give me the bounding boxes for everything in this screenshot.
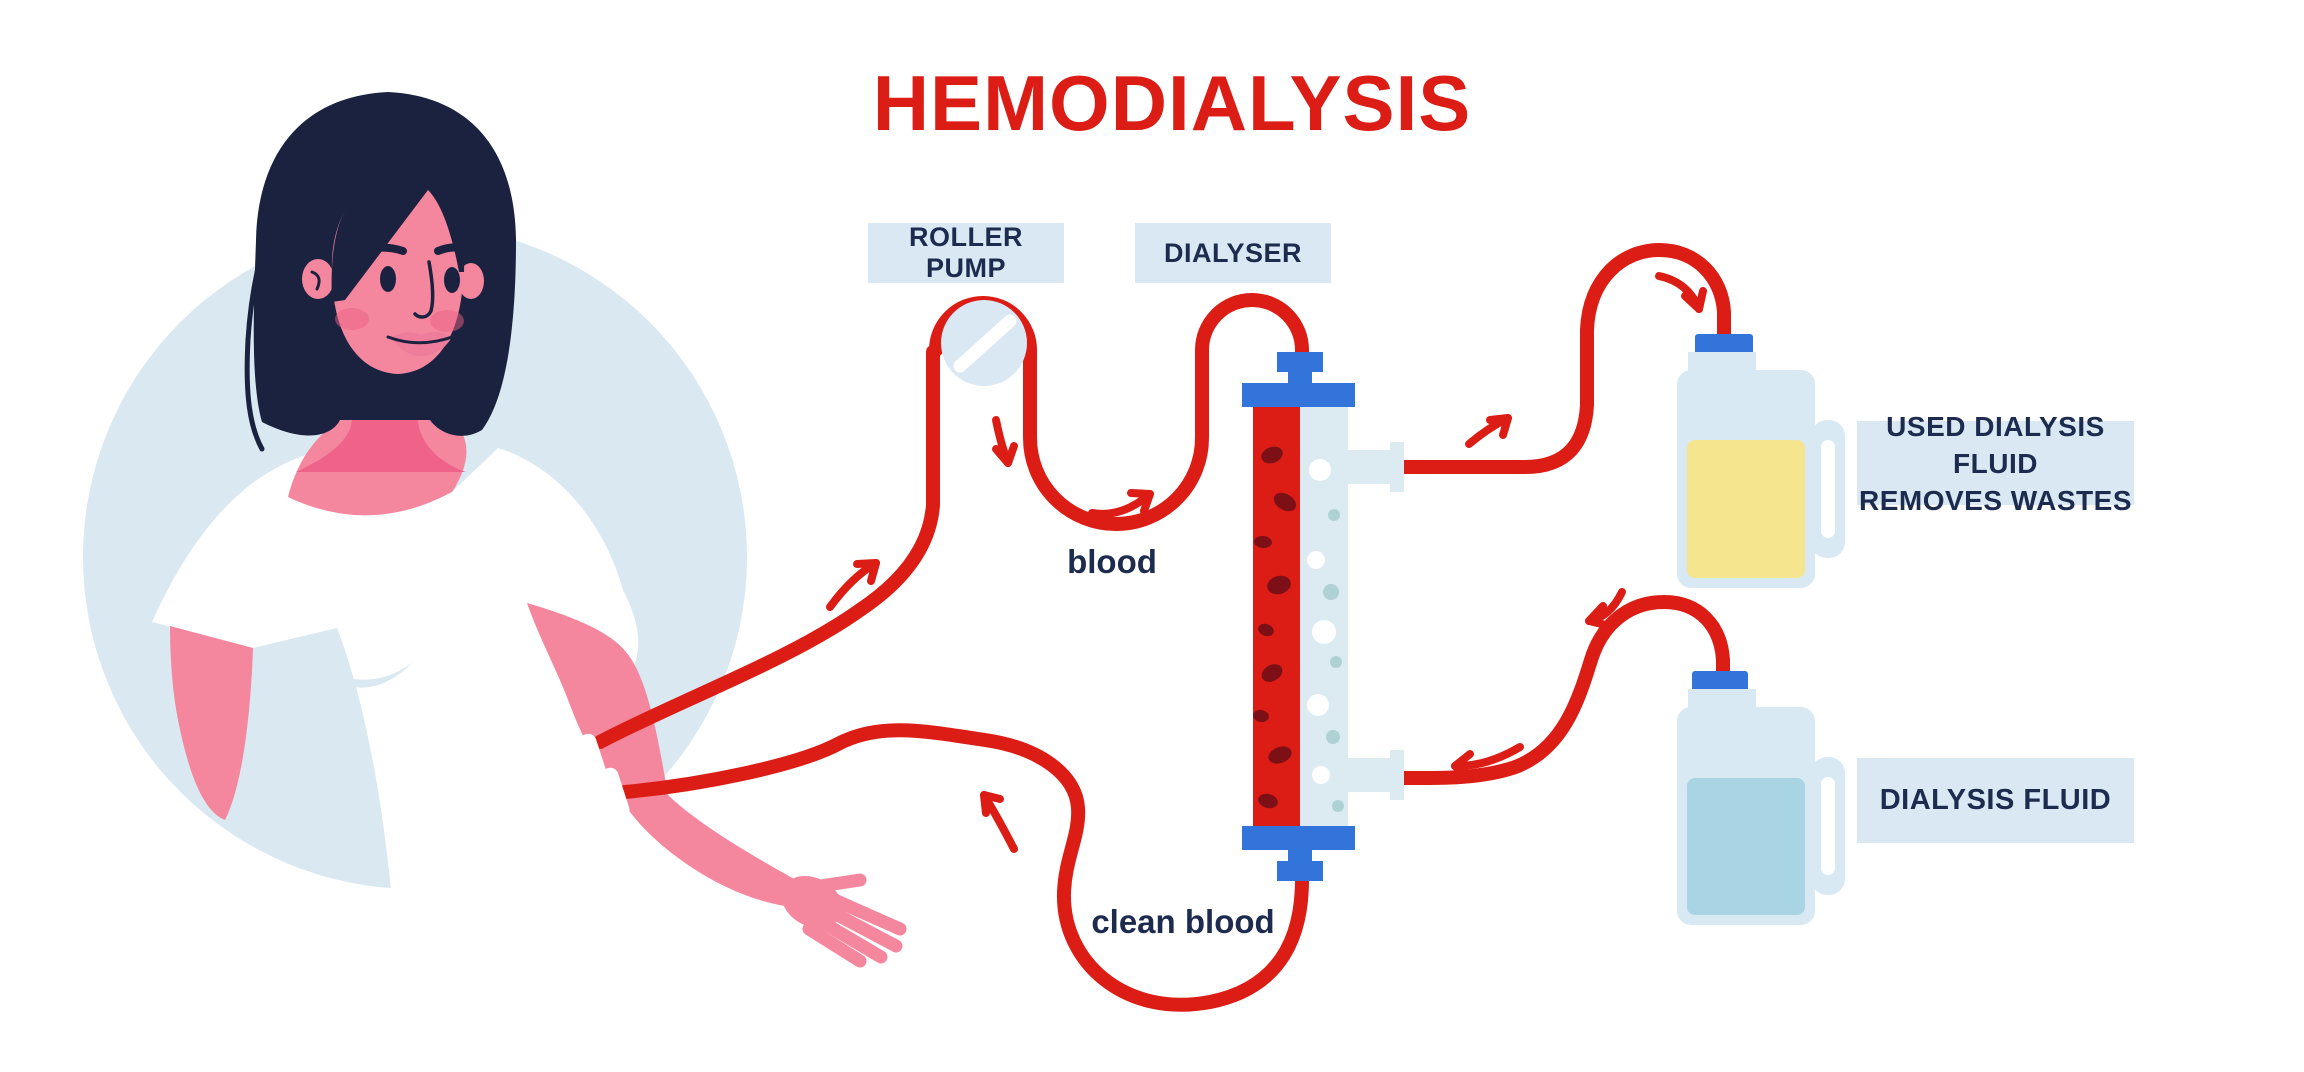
arrow-into-used-jug — [1655, 272, 1707, 313]
arm-patch-lower — [601, 767, 630, 819]
arrow-to-pump — [826, 559, 880, 611]
patient-access-arm — [527, 603, 836, 908]
label-dialysis-fluid: DIALYSIS FLUID — [1857, 758, 2134, 843]
used-fluid-label-line2: REMOVES WASTES — [1858, 484, 2133, 516]
dialysis-fluid-label: DIALYSIS FLUID — [1879, 784, 2112, 816]
right-eyebrow — [434, 243, 476, 257]
arrow-used-fluid-out — [1465, 414, 1512, 448]
clean-blood-flow-label: clean blood — [1091, 903, 1275, 940]
arrow-blood-to-dialyser — [1088, 489, 1154, 518]
patient-bangs — [331, 178, 465, 302]
blood-tubing — [593, 243, 1731, 1012]
left-eye — [380, 266, 396, 292]
arrow-pump-down — [992, 416, 1018, 467]
dialysate-ports — [1348, 442, 1404, 800]
used-jug-cap — [1695, 334, 1753, 356]
right-ear — [458, 263, 484, 299]
blood-tube-draw — [593, 293, 1309, 749]
dialysate-bubbles — [1307, 459, 1344, 812]
smile-line — [386, 334, 457, 345]
nose-line — [413, 260, 435, 319]
right-eye — [444, 267, 460, 293]
patient-left-arm — [170, 626, 253, 820]
dialysate-tube-in — [1396, 595, 1730, 785]
shirt-fold — [317, 662, 413, 688]
used-fluid — [1687, 440, 1805, 578]
hair-strand — [244, 145, 312, 452]
blood-cells — [1253, 446, 1297, 809]
dialyser-label: DIALYSER — [1163, 237, 1303, 268]
flow-arrows — [826, 272, 1707, 853]
arm-patch-upper — [579, 733, 608, 785]
roller-pump-label: ROLLER PUMP — [909, 222, 1023, 283]
dialyser-end-caps — [1242, 352, 1355, 881]
arrow-clean-blood-return — [980, 791, 1018, 853]
arrow-fluid-to-dialyser — [1451, 743, 1524, 783]
left-blush — [335, 308, 369, 330]
arrow-fluid-from-jug — [1585, 588, 1626, 629]
left-ear-line — [310, 270, 321, 291]
left-eyebrow — [352, 243, 407, 258]
used-fluid-jug — [1677, 334, 1845, 588]
blood-tube-return — [618, 723, 1309, 1012]
label-dialyser: DIALYSER — [1135, 223, 1331, 283]
patient-illustration — [83, 92, 907, 1072]
dialysis-fluid — [1687, 778, 1805, 915]
used-jug-handle-hole — [1821, 440, 1835, 538]
dialysis-fluid-jug — [1677, 671, 1845, 925]
patient-fingers — [802, 873, 907, 968]
patient-shirt — [152, 448, 640, 1072]
blood-flow-label: blood — [1067, 543, 1157, 580]
label-used-dialysis-fluid: USED DIALYSIS FLUID REMOVES WASTES — [1857, 411, 2134, 516]
roller-pump-wheel-icon — [941, 300, 1027, 386]
right-blush — [430, 310, 464, 332]
used-fluid-label-line1: USED DIALYSIS FLUID — [1886, 410, 2105, 479]
page-title: HEMODIALYSIS — [872, 59, 1472, 147]
label-roller-pump: ROLLER PUMP — [868, 222, 1064, 283]
fluid-jug-handle-hole — [1821, 777, 1835, 875]
dialysate-tube-out — [1395, 243, 1731, 474]
dialyser-blood-channel — [1253, 407, 1300, 828]
dialyser-device — [1242, 352, 1404, 881]
fluid-jug-cap — [1692, 671, 1748, 693]
